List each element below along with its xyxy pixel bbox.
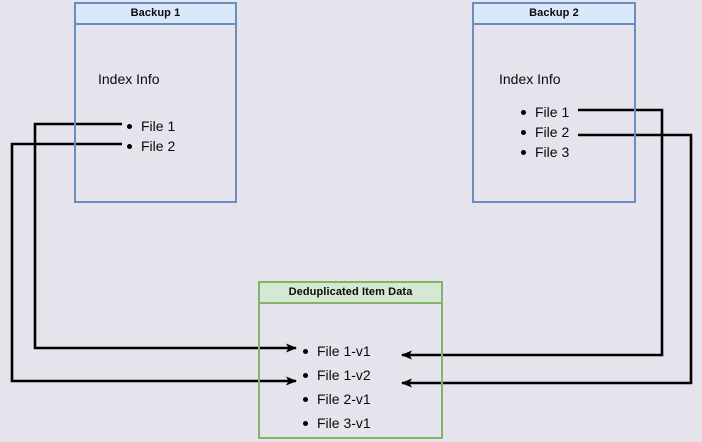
list-item[interactable]: File 3 <box>518 142 569 162</box>
list-item[interactable]: File 3-v1 <box>300 411 371 435</box>
node-deduplicated-item-data-title: Deduplicated Item Data <box>260 283 441 304</box>
node-backup-2-body: Index Info File 1 File 2 File 3 <box>474 25 634 201</box>
list-item[interactable]: File 2 <box>518 122 569 142</box>
backup-2-index-info-label: Index Info <box>499 71 561 87</box>
node-backup-1-body: Index Info File 1 File 2 <box>76 25 235 201</box>
list-item[interactable]: File 1-v1 <box>300 339 371 363</box>
node-backup-2-title: Backup 2 <box>474 4 634 25</box>
node-backup-1[interactable]: Backup 1 Index Info File 1 File 2 <box>74 2 237 203</box>
backup-1-index-info-label: Index Info <box>98 71 160 87</box>
list-item[interactable]: File 1 <box>518 102 569 122</box>
node-deduplicated-item-data[interactable]: Deduplicated Item Data File 1-v1 File 1-… <box>258 281 443 439</box>
list-item[interactable]: File 2 <box>124 136 175 156</box>
node-backup-1-title: Backup 1 <box>76 4 235 25</box>
backup-1-file-list: File 1 File 2 <box>124 116 175 156</box>
deduplicated-item-list: File 1-v1 File 1-v2 File 2-v1 File 3-v1 <box>300 339 371 435</box>
node-backup-2[interactable]: Backup 2 Index Info File 1 File 2 File 3 <box>472 2 636 203</box>
list-item[interactable]: File 1-v2 <box>300 363 371 387</box>
backup-2-file-list: File 1 File 2 File 3 <box>518 102 569 162</box>
list-item[interactable]: File 2-v1 <box>300 387 371 411</box>
node-deduplicated-item-data-body: File 1-v1 File 1-v2 File 2-v1 File 3-v1 <box>260 304 441 437</box>
list-item[interactable]: File 1 <box>124 116 175 136</box>
